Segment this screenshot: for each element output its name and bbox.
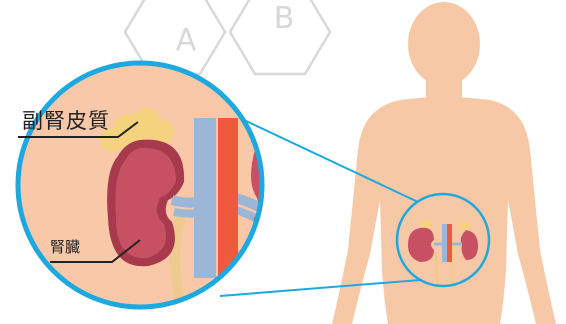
aorta bbox=[218, 118, 238, 278]
watermark-letter-b: B bbox=[274, 1, 295, 36]
watermark-letter-a: A bbox=[176, 23, 197, 58]
zoom-callout-content bbox=[0, 50, 286, 324]
label-adrenal-cortex: 副腎皮質 bbox=[22, 111, 110, 132]
body-head bbox=[408, 2, 480, 86]
label-kidney: 腎臓 bbox=[50, 240, 80, 255]
vena-cava bbox=[194, 118, 216, 278]
